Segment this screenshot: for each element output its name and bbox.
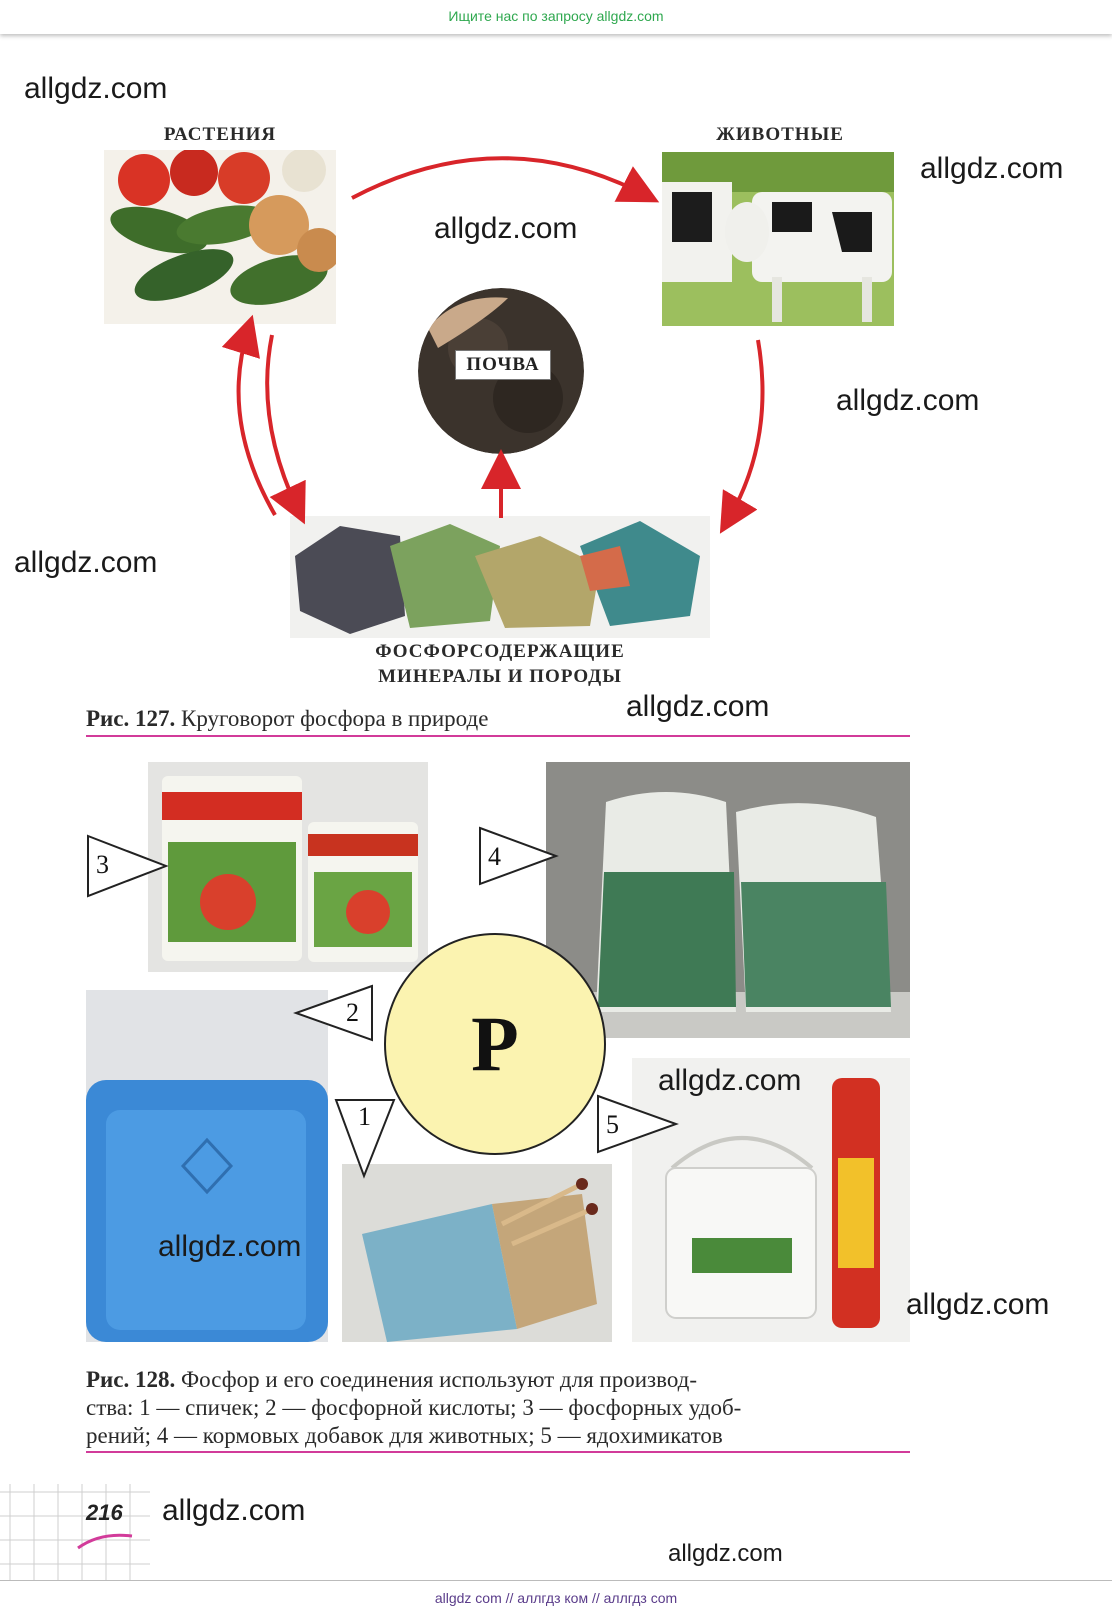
pointer-4-label: 4 [488, 842, 501, 871]
phosphorus-symbol: P [471, 1000, 519, 1087]
cycle-arrows [221, 156, 765, 534]
animals-to-minerals-arrow [719, 339, 765, 534]
watermark: allgdz.com [658, 1064, 802, 1097]
minerals-label-2: МИНЕРАЛЫ И ПОРОДЫ [378, 666, 622, 687]
fig128-caption: Рис. 128. Фосфор и его соединения исполь… [86, 1366, 916, 1450]
soil-label: ПОЧВА [455, 350, 551, 380]
fig128-caption-line1-wrap: Рис. 128. Фосфор и его соединения исполь… [86, 1366, 916, 1394]
fig127-rule [86, 735, 910, 737]
plants-label: РАСТЕНИЯ [163, 124, 277, 145]
watermark: allgdz.com [158, 1230, 302, 1263]
top-banner[interactable]: Ищите нас по запросу allgdz.com [0, 0, 1112, 34]
animals-photo [662, 152, 894, 326]
pointer-1-label: 1 [358, 1102, 371, 1131]
fig128-caption-line3: рений; 4 — кормовых добавок для животных… [86, 1423, 723, 1448]
watermark: allgdz.com [836, 384, 980, 417]
footer-bar[interactable]: allgdz com // аллгдз ком // аллгдз com [0, 1580, 1112, 1615]
footer-text[interactable]: allgdz com // аллгдз ком // аллгдз com [434, 1590, 678, 1606]
watermark: allgdz.com [906, 1288, 1050, 1321]
watermark: allgdz.com [434, 212, 578, 245]
pointer-1 [334, 1099, 396, 1179]
watermark: allgdz.com [626, 690, 770, 723]
pointer-5-label: 5 [606, 1110, 619, 1139]
fig127-caption: Рис. 127. Круговорот фосфора в природе [86, 706, 646, 732]
pointer-3-label: 3 [96, 850, 109, 879]
minerals-to-plants-arrow [221, 314, 277, 517]
acid-canister-photo [86, 990, 328, 1342]
pointers-layer [87, 826, 679, 1179]
superphosphate-photo [148, 762, 428, 972]
matches-photo [342, 1164, 612, 1342]
plants-to-animals-arrow [351, 156, 660, 203]
feed-bags-photo [546, 762, 910, 1038]
watermark: allgdz.com [668, 1540, 783, 1567]
fig128-caption-line1: Фосфор и его соединения используют для п… [175, 1367, 698, 1392]
pointer-3 [87, 834, 169, 898]
pointer-2-label: 2 [346, 998, 359, 1027]
watermark: allgdz.com [162, 1494, 306, 1527]
fig127-caption-text: Круговорот фосфора в природе [175, 706, 489, 731]
watermark: allgdz.com [14, 546, 158, 579]
fig127-caption-number: Рис. 127. [86, 706, 176, 731]
fig128-rule [86, 1451, 910, 1453]
minerals-label-1: ФОСФОРСОДЕРЖАЩИЕ [375, 641, 625, 662]
plants-to-minerals-arrow [265, 334, 306, 525]
pointer-5 [597, 1094, 679, 1154]
pointer-4 [479, 826, 559, 886]
minerals-photo [290, 516, 710, 638]
fig128-caption-line2: ства: 1 — спичек; 2 — фосфорной кислоты;… [86, 1395, 742, 1420]
phosphorus-circle: P [384, 933, 606, 1155]
watermark: allgdz.com [24, 72, 168, 105]
pesticides-photo [632, 1058, 910, 1342]
plants-photo [104, 150, 336, 324]
banner-text[interactable]: Ищите нас по запросу allgdz.com [448, 8, 664, 24]
watermark: allgdz.com [920, 152, 1064, 185]
page-corner-grid [0, 1484, 150, 1580]
fig128-caption-number: Рис. 128. [86, 1367, 176, 1392]
pointer-2 [293, 984, 373, 1042]
page-number: 216 [86, 1500, 123, 1525]
animals-label: ЖИВОТНЫЕ [716, 124, 844, 145]
